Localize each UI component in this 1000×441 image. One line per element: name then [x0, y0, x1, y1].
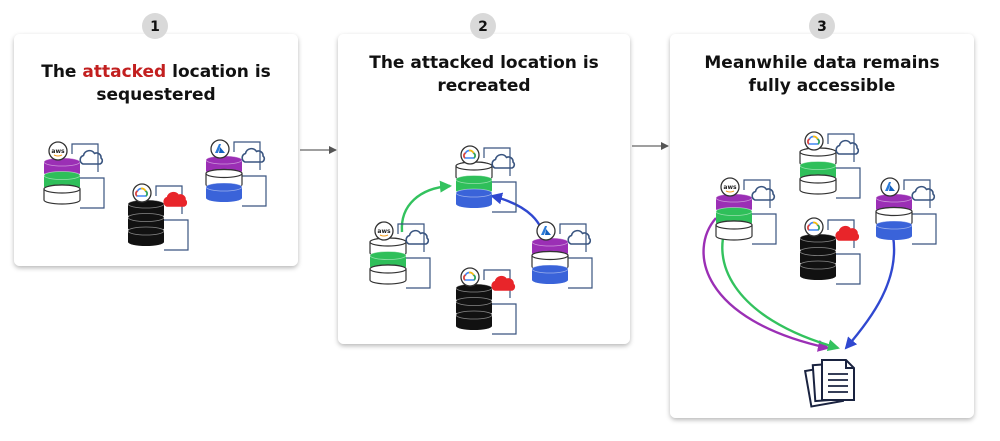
azure-logo-icon — [210, 139, 230, 159]
aws-logo-icon: aws — [48, 141, 68, 161]
storage-node — [455, 267, 517, 335]
panel-3-title-line2: fully accessible — [749, 76, 896, 96]
cloud-icon — [405, 229, 430, 245]
panel-1-title-line2: sequestered — [96, 85, 215, 105]
storage-node: aws — [369, 221, 431, 289]
step-number: 2 — [478, 19, 488, 35]
red-cloud-icon — [163, 191, 188, 207]
svg-text:aws: aws — [723, 184, 737, 191]
storage-node — [205, 139, 267, 207]
azure-logo-icon — [880, 177, 900, 197]
storage-node — [531, 221, 593, 289]
cloud-icon — [567, 229, 592, 245]
aws-logo-icon: aws — [374, 221, 394, 241]
step-number: 1 — [150, 19, 160, 35]
highlight-word: attacked — [82, 62, 166, 82]
svg-text:aws: aws — [377, 228, 391, 235]
aws-logo-icon: aws — [720, 177, 740, 197]
panel-1-title-line1: The attacked location is — [41, 62, 271, 82]
google-cloud-logo-icon — [132, 183, 152, 203]
storage-node — [799, 217, 861, 285]
panel-2-title-line1: The attacked location is — [369, 53, 599, 73]
document-stack-icon — [803, 359, 855, 408]
storage-node — [127, 183, 189, 251]
storage-nodes: aws aws aws — [43, 131, 937, 335]
cloud-icon — [751, 185, 776, 201]
google-cloud-logo-icon — [460, 145, 480, 165]
google-cloud-logo-icon — [804, 217, 824, 237]
red-cloud-icon — [491, 275, 516, 291]
access-arrow-purple — [702, 217, 830, 352]
azure-logo-icon — [536, 221, 556, 241]
step-badge-2: 2 — [470, 13, 496, 39]
storage-node — [875, 177, 937, 245]
storage-node — [455, 145, 517, 213]
cloud-icon — [835, 139, 860, 155]
panel-3-title-line1: Meanwhile data remains — [704, 53, 939, 73]
access-arrow-blue — [844, 235, 896, 350]
google-cloud-logo-icon — [460, 267, 480, 287]
svg-text:aws: aws — [51, 148, 65, 155]
storage-node: aws — [715, 177, 777, 245]
google-cloud-logo-icon — [804, 131, 824, 151]
storage-node — [799, 131, 861, 199]
cloud-icon — [79, 149, 104, 165]
storage-node: aws — [43, 141, 105, 209]
step-number: 3 — [817, 19, 827, 35]
cloud-icon — [911, 185, 936, 201]
cloud-icon — [241, 147, 266, 163]
panel-2-title-line2: recreated — [437, 76, 530, 96]
red-cloud-icon — [835, 225, 860, 241]
step-badge-3: 3 — [809, 13, 835, 39]
cloud-icon — [491, 153, 516, 169]
step-badge-1: 1 — [142, 13, 168, 39]
